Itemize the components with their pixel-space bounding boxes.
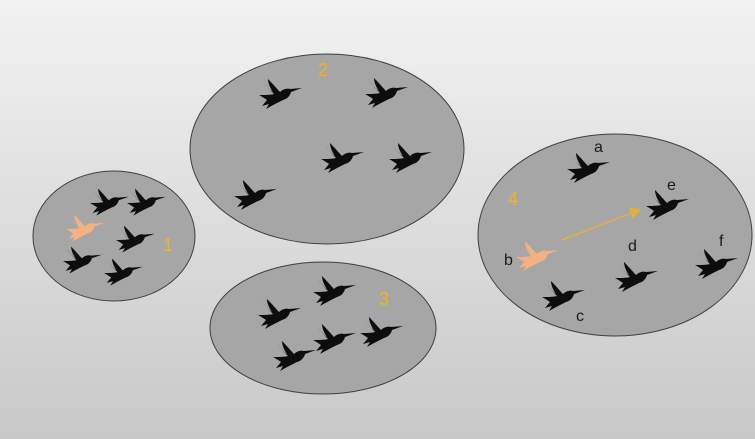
cluster-3: 3 <box>209 261 437 395</box>
cluster-label: 2 <box>318 60 328 80</box>
bird-label-d: d <box>628 238 637 255</box>
cluster-label: 1 <box>163 235 173 255</box>
cluster-4-ellipse <box>477 133 753 337</box>
cluster-2: 2 <box>189 53 465 245</box>
bird-label-f: f <box>719 233 724 250</box>
bird-label-c: c <box>576 308 584 325</box>
bird-label-a: a <box>594 139 603 156</box>
bird-label-e: e <box>667 177 676 194</box>
direction-arrow <box>561 207 642 241</box>
cluster-label: 3 <box>379 289 389 309</box>
cluster-1: 1 <box>32 170 196 302</box>
cluster-4: 4 a e b d f c <box>477 133 753 337</box>
cluster-2-ellipse <box>189 53 465 245</box>
bird-label-b: b <box>504 252 513 269</box>
cluster-label: 4 <box>508 189 518 209</box>
